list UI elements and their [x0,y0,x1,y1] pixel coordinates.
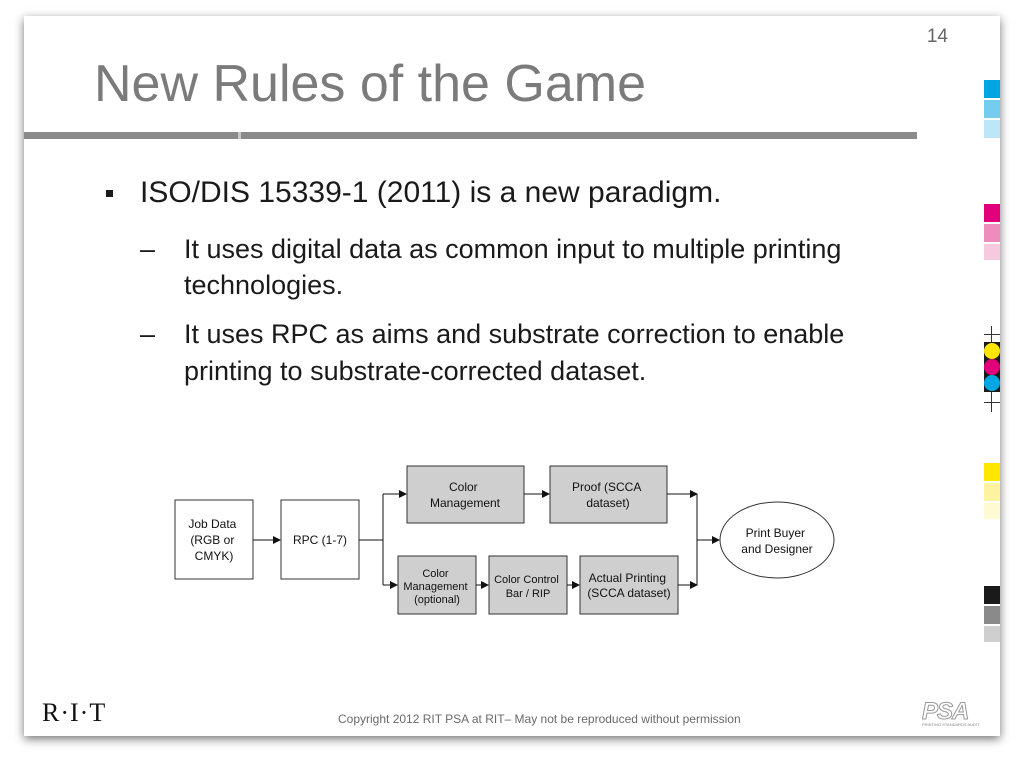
sub-bullet-text: It uses RPC as aims and substrate correc… [184,318,845,386]
magenta-swatch-30 [984,244,1000,260]
slide-content: ISO/DIS 15339-1 (2011) is a new paradigm… [104,176,884,401]
registration-hairline-top [984,334,1000,335]
color-registration-strip [984,0,1004,768]
yellow-swatch-60 [984,483,1000,501]
copyright-notice: Copyright 2012 RIT PSA at RIT– May not b… [338,712,741,726]
cyan-registration-icon [984,375,1000,391]
bullet-text: ISO/DIS 15339-1 (2011) is a new paradigm… [140,176,722,209]
square-bullet-icon [106,190,113,197]
magenta-registration-icon [984,359,1000,375]
sub-bullet-item: – It uses RPC as aims and substrate corr… [140,316,884,389]
dash-marker: – [140,318,156,349]
black-swatch-100 [984,586,1000,604]
slide-title: New Rules of the Game [94,55,647,113]
black-swatch-30 [984,626,1000,642]
psa-logo-tagline: PRINTING STANDARDS AUDIT [922,722,980,727]
magenta-swatch-100 [984,204,1000,222]
bullet-item: ISO/DIS 15339-1 (2011) is a new paradigm… [104,176,884,211]
rit-logo: R·I·T [42,698,107,727]
sub-bullet-item: – It uses digital data as common input t… [140,231,884,304]
black-swatch-60 [984,606,1000,624]
yellow-swatch-100 [984,463,1000,481]
registration-hairline-bottom [984,402,1000,403]
magenta-swatch-60 [984,224,1000,242]
cyan-swatch-100 [984,80,1000,98]
yellow-registration-icon [984,343,1000,359]
psa-logo-letters: PSA [921,698,969,726]
sub-bullet-text: It uses digital data as common input to … [184,233,842,301]
title-divider [24,132,917,139]
dash-marker: – [140,233,156,264]
yellow-swatch-30 [984,503,1000,519]
cyan-swatch-60 [984,100,1000,118]
cyan-swatch-30 [984,120,1000,138]
psa-logo: PSA PRINTING STANDARDS AUDIT [921,698,988,728]
page-number: 14 [926,26,948,47]
slide: 14 New Rules of the Game ISO/DIS 15339-1… [24,16,1000,736]
sub-bullet-list: – It uses digital data as common input t… [104,231,884,390]
title-divider-notch [238,132,241,139]
